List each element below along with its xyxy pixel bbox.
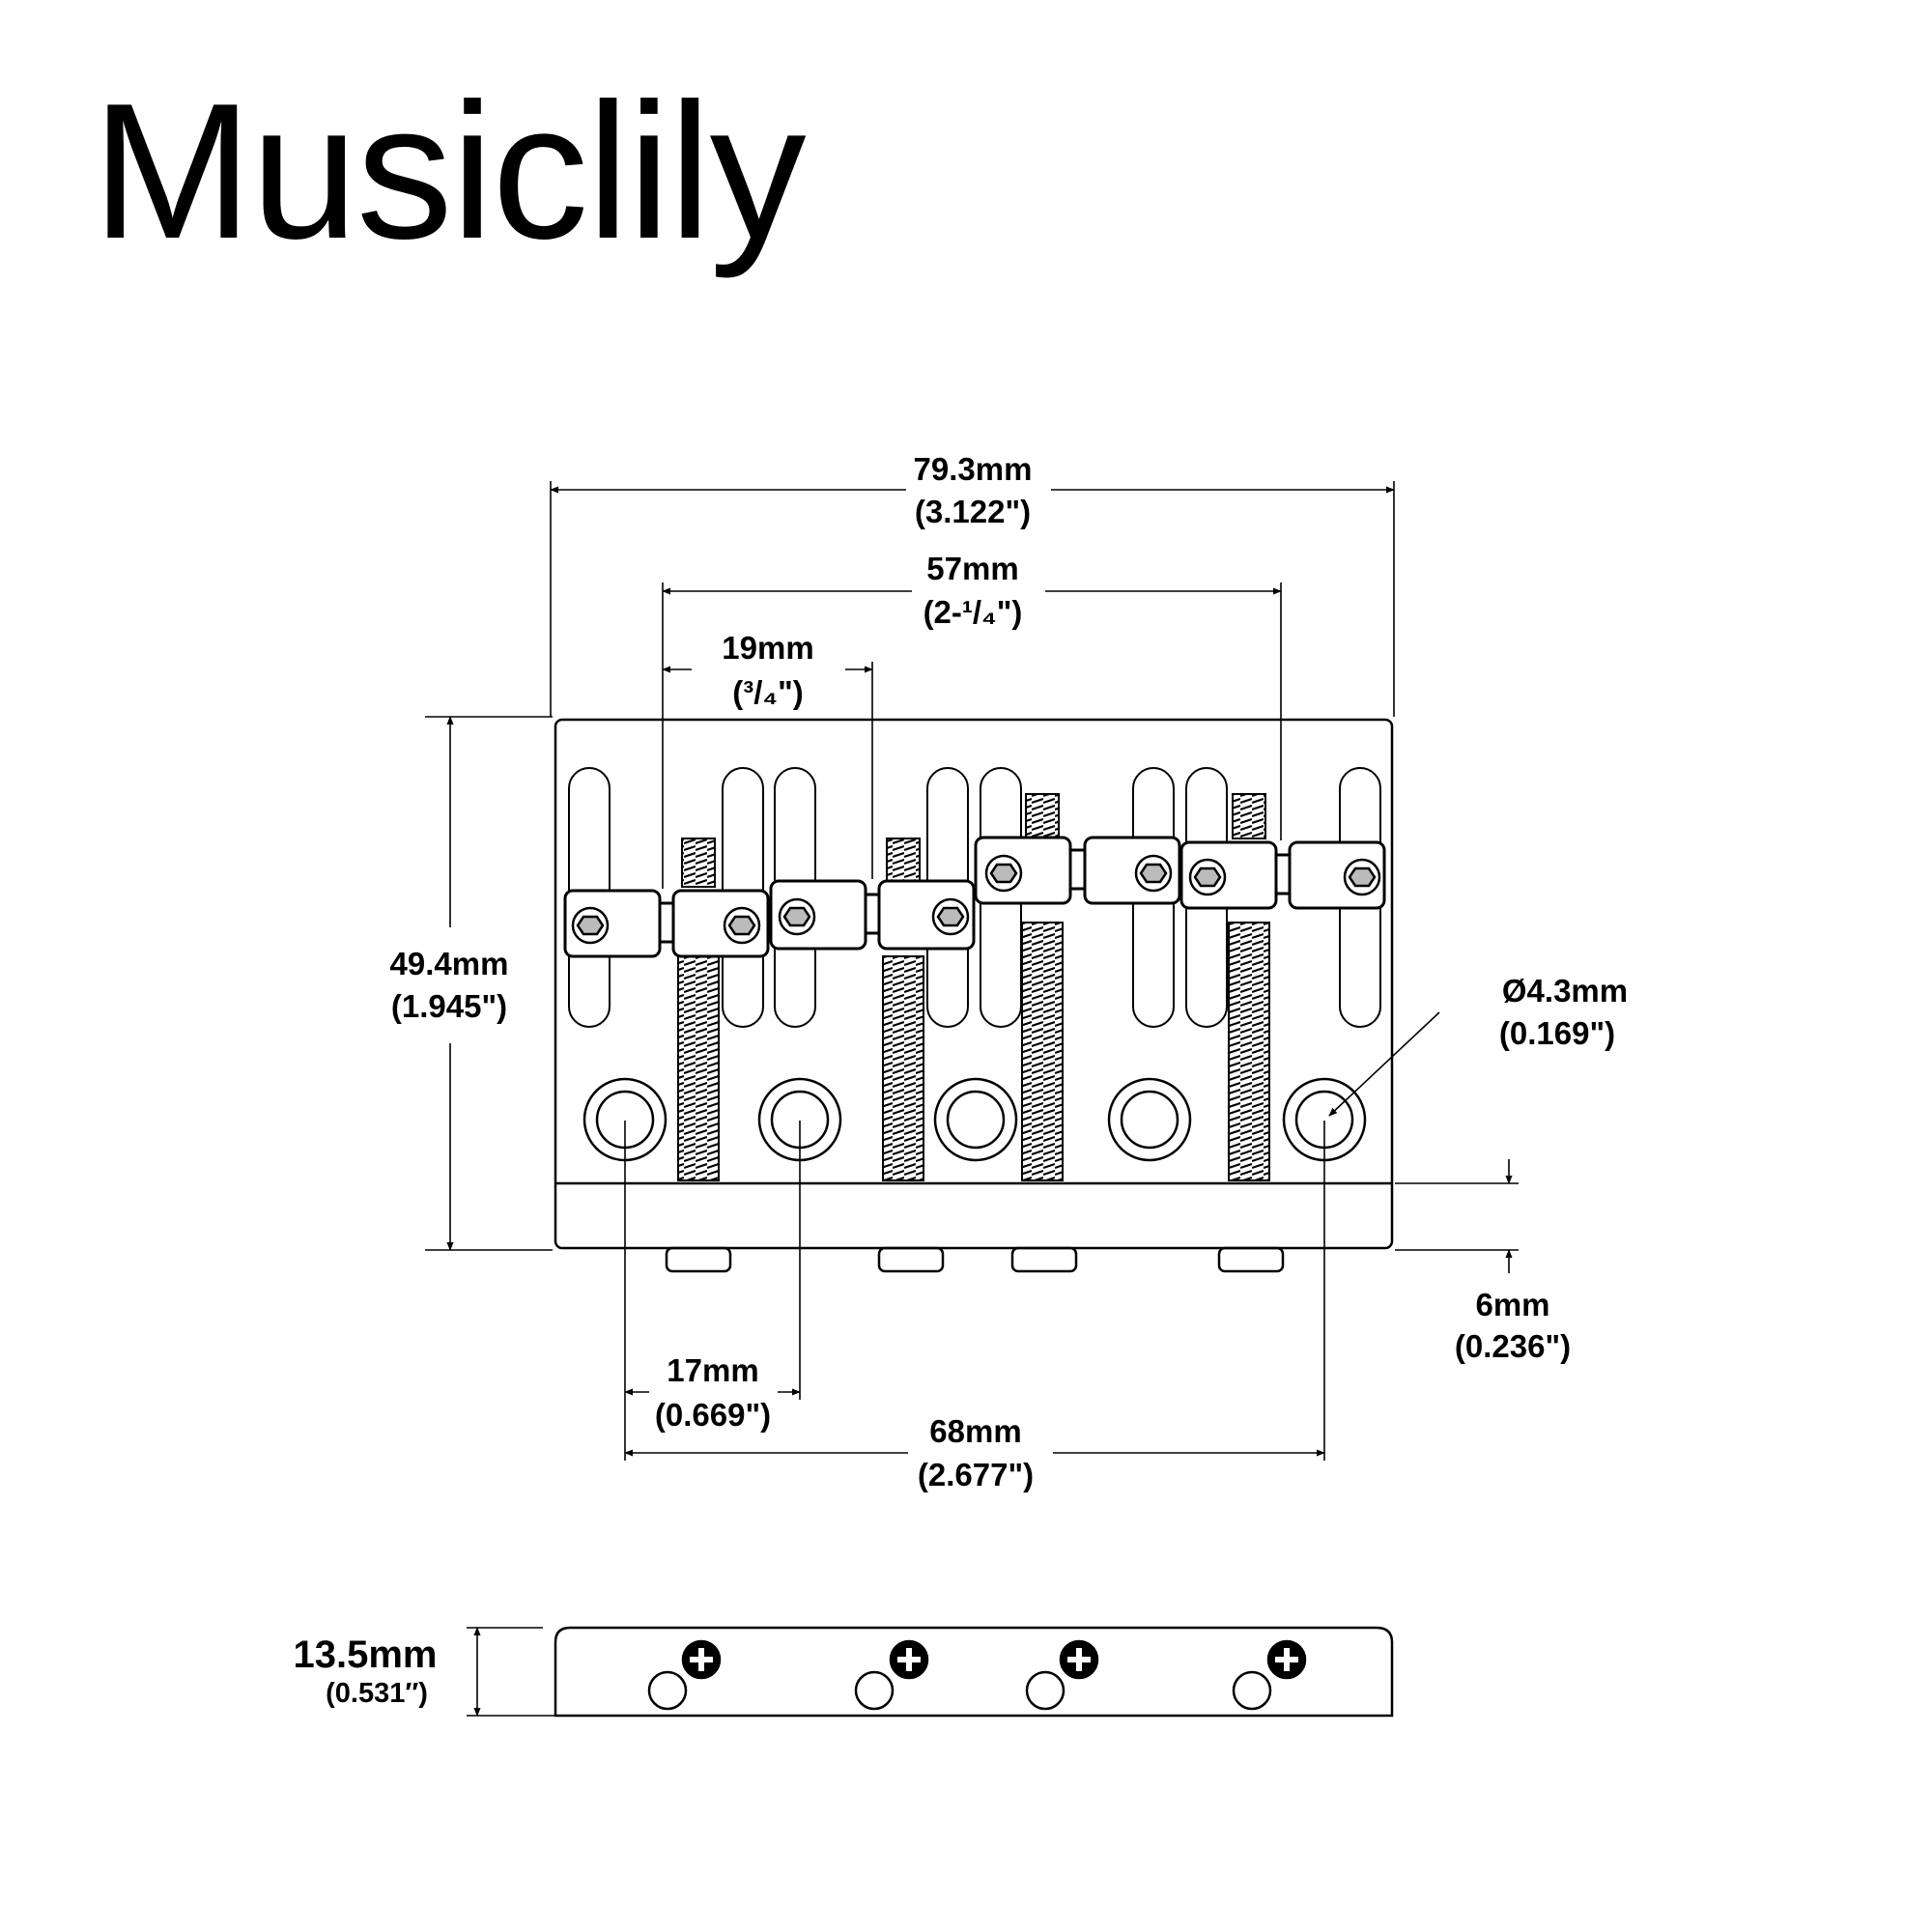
outer-mount-spacing-imperial: (2.677") bbox=[918, 1457, 1034, 1492]
intonation-screws bbox=[677, 793, 1270, 1181]
side-height-metric: 13.5mm bbox=[294, 1634, 438, 1676]
outer-string-spacing-imperial: (2-¹/₄") bbox=[923, 594, 1023, 630]
height-screws bbox=[571, 854, 1381, 945]
string-spacing-metric: 19mm bbox=[722, 630, 813, 666]
overall-width-imperial: (3.122") bbox=[915, 494, 1031, 529]
bridge-side-view bbox=[554, 1626, 1394, 1718]
outer-mount-spacing-metric: 68mm bbox=[929, 1413, 1021, 1449]
lip-depth-imperial: (0.236") bbox=[1455, 1328, 1571, 1364]
side-screws bbox=[647, 1639, 1307, 1711]
mount-hole-spacing-imperial: (0.669") bbox=[655, 1397, 771, 1433]
mount-hole-spacing-metric: 17mm bbox=[667, 1352, 758, 1388]
outer-string-spacing-metric: 57mm bbox=[926, 551, 1018, 586]
height-imperial: (1.945") bbox=[391, 988, 507, 1024]
bridge-top-view bbox=[554, 718, 1394, 1273]
mount-hole-diameter-imperial: (0.169") bbox=[1499, 1015, 1615, 1051]
side-height-imperial: (0.531″) bbox=[326, 1678, 428, 1709]
screw-ends bbox=[665, 1246, 1285, 1273]
mounting-holes bbox=[582, 1077, 1367, 1162]
overall-width-metric: 79.3mm bbox=[914, 451, 1033, 487]
brand-logo: Musiclily bbox=[92, 64, 807, 279]
string-spacing-imperial: (³/₄") bbox=[732, 674, 804, 710]
dimension-labels: 79.3mm (3.122") 57mm (2-¹/₄") 19mm (³/₄"… bbox=[294, 451, 1629, 1709]
dimension-lines bbox=[425, 481, 1519, 1717]
lip-depth-metric: 6mm bbox=[1475, 1287, 1549, 1322]
mount-hole-diameter-metric: Ø4.3mm bbox=[1502, 973, 1628, 1009]
height-metric: 49.4mm bbox=[390, 946, 509, 981]
